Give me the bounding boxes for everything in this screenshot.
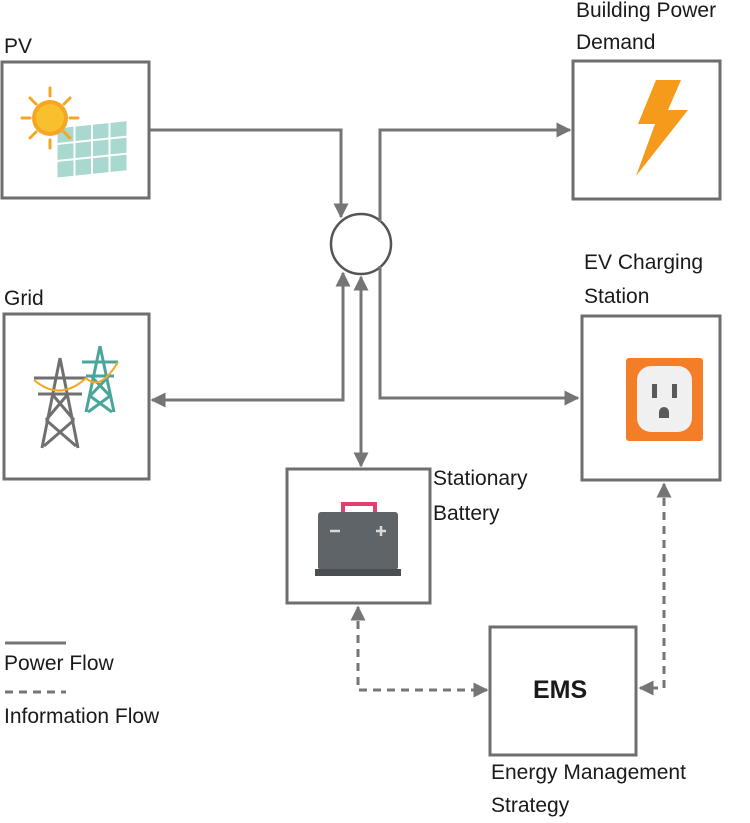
building-box	[571, 59, 722, 201]
battery-label-line2: Battery	[433, 502, 500, 525]
ev-label-line2: Station	[584, 285, 650, 308]
battery-icon	[315, 502, 401, 576]
power-junction-node	[329, 212, 393, 276]
legend-information-flow-label: Information Flow	[4, 705, 160, 728]
building-label-line2: Demand	[576, 31, 656, 54]
legend-power-flow-label: Power Flow	[4, 652, 114, 675]
power-outlet-icon	[626, 358, 703, 441]
ev-ems-info-line	[638, 482, 672, 696]
grid-node-line	[150, 271, 351, 408]
grid-box	[2, 312, 151, 481]
solar-panel-icon	[20, 86, 128, 179]
power-tower-icon	[33, 345, 119, 449]
ems-box	[488, 625, 638, 757]
ems-title: EMS	[533, 676, 588, 704]
battery-ems-info-line	[350, 605, 489, 698]
battery-label-line1: Stationary	[433, 467, 528, 490]
node-to-building-line	[378, 122, 572, 222]
ev-label-line1: EV Charging	[584, 251, 704, 274]
building-label-line1: Building Power	[576, 0, 717, 22]
node-to-ev-line	[378, 266, 580, 406]
ems-label-line1: Energy Management	[491, 761, 686, 784]
lightning-bolt-icon	[636, 80, 688, 176]
pv-label: PV	[4, 35, 33, 58]
grid-label: Grid	[4, 287, 44, 310]
pv-to-node-line	[150, 128, 349, 219]
ems-label-line2: Strategy	[491, 794, 570, 817]
